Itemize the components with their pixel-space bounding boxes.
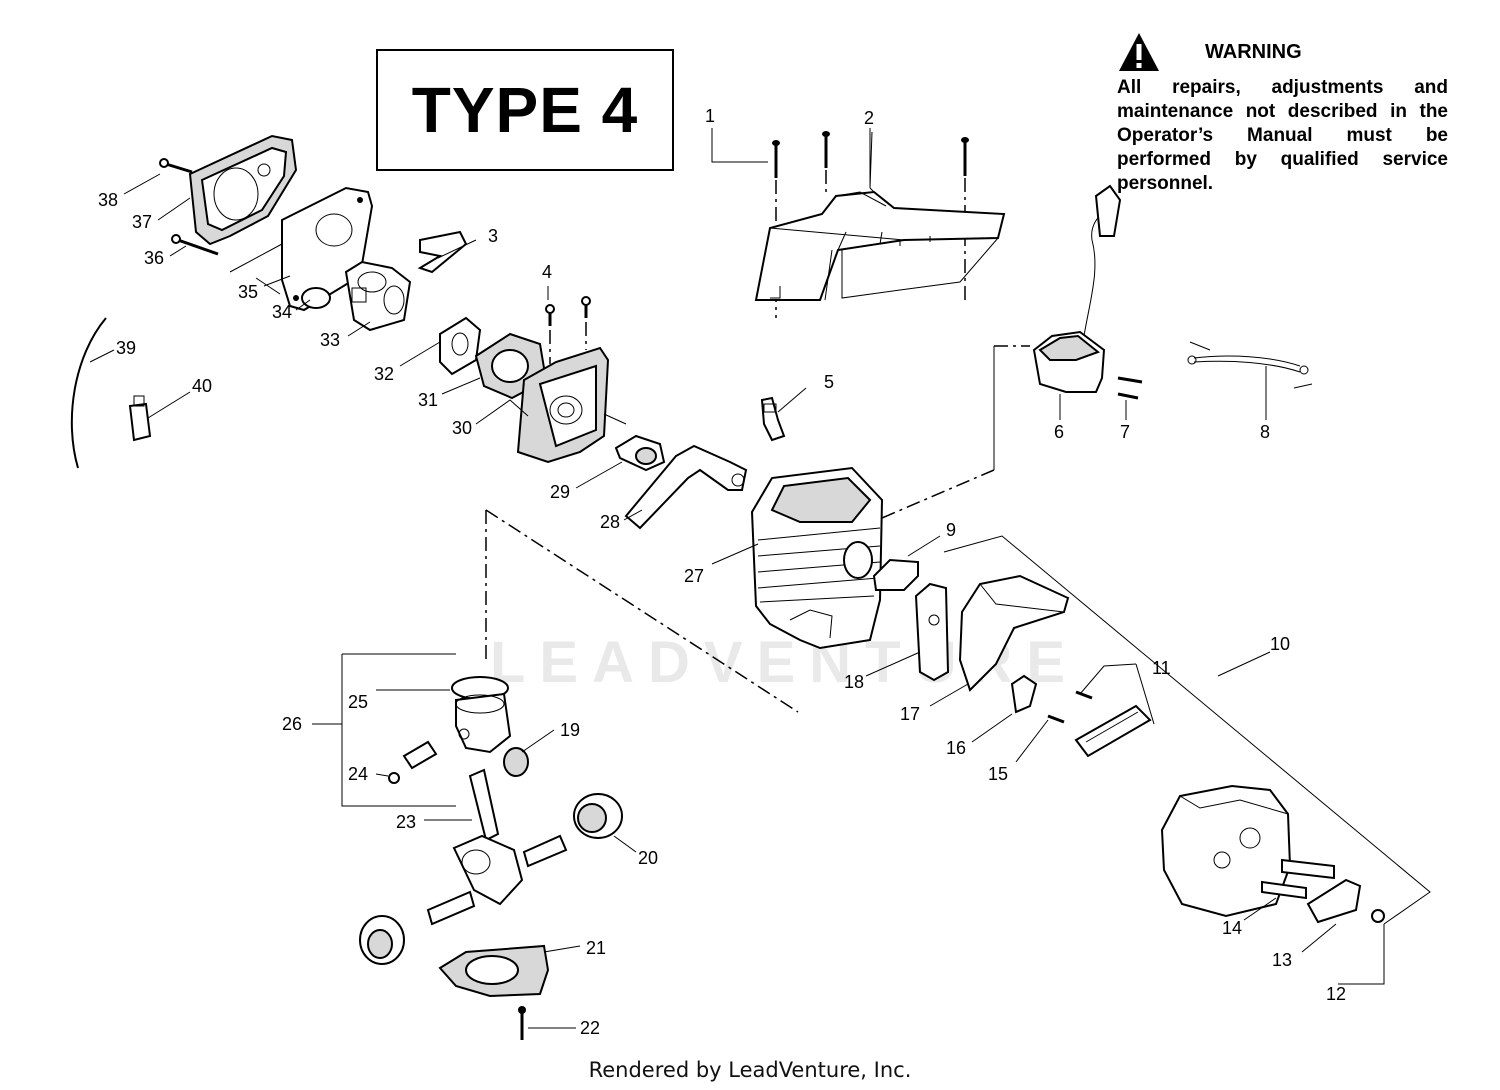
callout-4: 4 xyxy=(542,262,552,282)
callout-numbers: 1 2 3 4 5 6 7 8 9 10 11 12 13 14 15 16 1… xyxy=(98,106,1346,1038)
ignition-coil xyxy=(993,184,1122,470)
impulse-hose xyxy=(624,444,748,530)
callout-36: 36 xyxy=(144,248,164,268)
warning-text: All repairs, adjustments and maintenance… xyxy=(1117,77,1448,194)
ground-wire xyxy=(1187,341,1313,389)
fuel-line-3 xyxy=(417,230,468,274)
callout-10: 10 xyxy=(1270,634,1290,654)
screw-22 xyxy=(518,1006,526,1040)
callout-12: 12 xyxy=(1326,984,1346,1004)
gasket-16 xyxy=(1010,674,1038,714)
gasket-32 xyxy=(439,316,482,376)
muffler xyxy=(1160,784,1292,918)
callout-3: 3 xyxy=(488,226,498,246)
bearing-left xyxy=(359,915,405,965)
warning-triangle-icon xyxy=(1119,33,1159,71)
callout-13: 13 xyxy=(1272,950,1292,970)
heat-shield xyxy=(958,574,1070,692)
spark-screen xyxy=(1306,878,1362,924)
callout-26: 26 xyxy=(282,714,302,734)
callout-2: 2 xyxy=(864,108,874,128)
screw-38 xyxy=(159,158,193,174)
callout-28: 28 xyxy=(600,512,620,532)
leader-lines xyxy=(89,128,1431,1029)
callout-38: 38 xyxy=(98,190,118,210)
callout-19: 19 xyxy=(560,720,580,740)
piston xyxy=(455,692,512,754)
piston-pin xyxy=(402,740,438,770)
callout-35: 35 xyxy=(238,282,258,302)
callout-5: 5 xyxy=(824,372,834,392)
needle-bearing xyxy=(503,747,529,777)
callout-27: 27 xyxy=(684,566,704,586)
callout-37: 37 xyxy=(132,212,152,232)
warning-block: WARNING All repairs, adjustments and mai… xyxy=(1117,28,1448,196)
callout-25: 25 xyxy=(348,692,368,712)
callout-11: 11 xyxy=(1152,658,1171,678)
callout-30: 30 xyxy=(452,418,472,438)
coil-screws xyxy=(1117,376,1143,400)
callout-40: 40 xyxy=(192,376,212,396)
callout-21: 21 xyxy=(586,938,606,958)
callout-18: 18 xyxy=(844,672,864,692)
type-label: TYPE 4 xyxy=(411,74,639,146)
intake-boot xyxy=(614,434,666,472)
callout-9: 9 xyxy=(946,520,956,540)
callout-1: 1 xyxy=(705,106,715,126)
screw-36 xyxy=(171,234,219,256)
fuel-filter xyxy=(128,395,152,442)
crankcase-half xyxy=(438,944,550,998)
callout-14: 14 xyxy=(1222,918,1242,938)
callout-33: 33 xyxy=(320,330,340,350)
air-filter-cover xyxy=(188,134,298,246)
callout-6: 6 xyxy=(1054,422,1064,442)
callout-31: 31 xyxy=(418,390,438,410)
callout-17: 17 xyxy=(900,704,920,724)
type-label-box: TYPE 4 xyxy=(376,49,674,171)
callout-8: 8 xyxy=(1260,422,1270,442)
bearing-20 xyxy=(573,793,623,839)
callout-20: 20 xyxy=(638,848,658,868)
warning-header: WARNING xyxy=(1117,28,1448,76)
plug-34 xyxy=(301,287,331,309)
cylinder xyxy=(750,466,884,650)
screws-4 xyxy=(545,286,591,364)
callout-23: 23 xyxy=(396,812,416,832)
callout-29: 29 xyxy=(550,482,570,502)
gasket-18 xyxy=(914,582,950,682)
screw-15 xyxy=(1047,690,1093,724)
callout-32: 32 xyxy=(374,364,394,384)
callout-39: 39 xyxy=(116,338,136,358)
fuel-hose xyxy=(70,317,107,469)
callout-24: 24 xyxy=(348,764,368,784)
carburetor xyxy=(344,260,412,332)
callout-22: 22 xyxy=(580,1018,600,1038)
retainer-24 xyxy=(388,772,400,784)
gasket-9 xyxy=(872,558,919,591)
callout-7: 7 xyxy=(1120,422,1130,442)
deflector-11 xyxy=(1074,704,1152,758)
muffler-bolts xyxy=(1261,858,1335,900)
carburetor-housing xyxy=(516,346,627,464)
callout-34: 34 xyxy=(272,302,292,322)
credit-line: Rendered by LeadVenture, Inc. xyxy=(588,1058,912,1082)
callout-16: 16 xyxy=(946,738,966,758)
warning-title: WARNING xyxy=(1205,40,1302,63)
crankshaft xyxy=(426,768,568,926)
cylinder-cover xyxy=(754,131,1006,301)
spark-plug xyxy=(760,396,786,442)
nut-12 xyxy=(1371,909,1385,923)
callout-15: 15 xyxy=(988,764,1008,784)
